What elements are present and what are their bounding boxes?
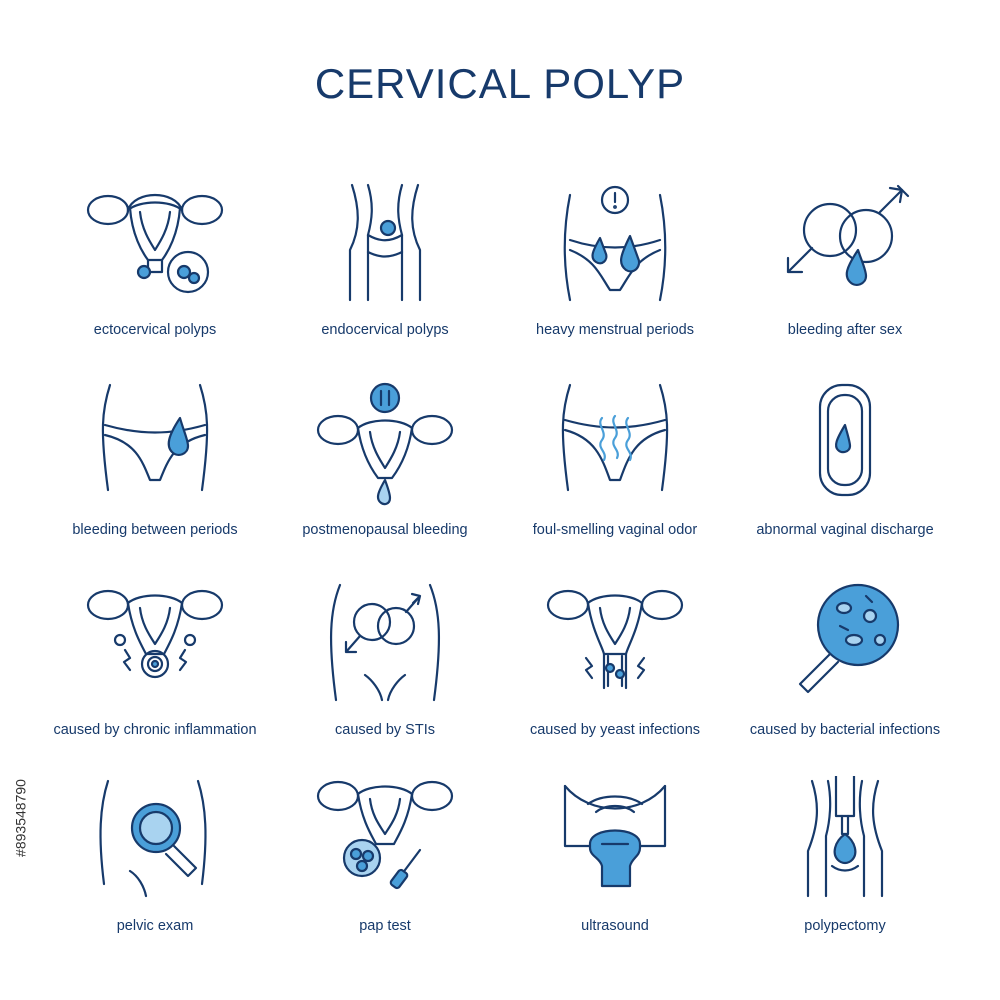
item-label: endocervical polyps bbox=[321, 322, 449, 338]
item-label: polypectomy bbox=[804, 918, 886, 934]
item-label: abnormal vaginal discharge bbox=[756, 522, 934, 538]
item-label: ectocervical polyps bbox=[93, 322, 217, 338]
item-ultrasound: ultrasound bbox=[495, 776, 735, 976]
item-label: caused by STIs bbox=[335, 722, 435, 738]
item-label: pelvic exam bbox=[116, 918, 194, 934]
uterus-inflamed-icon bbox=[80, 580, 230, 730]
item-label: caused by chronic inflammation bbox=[53, 722, 257, 738]
item-heavy-menstrual-periods: heavy menstrual periods bbox=[495, 180, 735, 380]
item-label: foul-smelling vaginal odor bbox=[532, 522, 698, 538]
uterus-swab-cells-icon bbox=[310, 776, 460, 926]
uterus-polyp-icon bbox=[80, 180, 230, 330]
item-bleeding-after-sex: bleeding after sex bbox=[725, 180, 965, 380]
stock-id-watermark: #893548790 bbox=[10, 758, 34, 878]
cervical-canal-polyp-icon bbox=[310, 180, 460, 330]
item-foul-smelling-vaginal-odor: foul-smelling vaginal odor bbox=[495, 380, 735, 580]
item-caused-by-bacterial-infections: caused by bacterial infections bbox=[725, 580, 965, 780]
pelvis-gender-symbols-icon bbox=[310, 580, 460, 730]
item-ectocervical-polyps: ectocervical polyps bbox=[35, 180, 275, 380]
item-pelvic-exam: pelvic exam bbox=[35, 776, 275, 976]
item-label: caused by bacterial infections bbox=[749, 722, 941, 738]
item-caused-by-stis: caused by STIs bbox=[265, 580, 505, 780]
pelvis-magnifier-icon bbox=[80, 776, 230, 926]
item-label: pap test bbox=[359, 918, 411, 934]
polyp-removal-icon bbox=[770, 776, 920, 926]
item-caused-by-yeast-infections: caused by yeast infections bbox=[495, 580, 735, 780]
page-title: CERVICAL POLYP bbox=[314, 60, 686, 107]
uterus-yeast-icon bbox=[540, 580, 690, 730]
uterus-pause-drop-icon bbox=[310, 380, 460, 530]
item-label: ultrasound bbox=[581, 918, 649, 934]
item-caused-by-chronic-inflammation: caused by chronic inflammation bbox=[35, 580, 275, 780]
item-label: bleeding after sex bbox=[787, 322, 903, 338]
ultrasound-probe-icon bbox=[540, 776, 690, 926]
item-bleeding-between-periods: bleeding between periods bbox=[35, 380, 275, 580]
item-label: caused by yeast infections bbox=[529, 722, 701, 738]
pelvis-alert-drops-icon bbox=[540, 180, 690, 330]
item-abnormal-vaginal-discharge: abnormal vaginal discharge bbox=[725, 380, 965, 580]
item-polypectomy: polypectomy bbox=[725, 776, 965, 976]
pad-drop-icon bbox=[770, 380, 920, 530]
item-label: heavy menstrual periods bbox=[536, 322, 694, 338]
gender-symbols-drop-icon bbox=[770, 180, 920, 330]
item-postmenopausal-bleeding: postmenopausal bleeding bbox=[265, 380, 505, 580]
item-endocervical-polyps: endocervical polyps bbox=[265, 180, 505, 380]
item-label: bleeding between periods bbox=[72, 522, 238, 538]
underwear-drop-icon bbox=[80, 380, 230, 530]
item-pap-test: pap test bbox=[265, 776, 505, 976]
stock-id-text: #893548790 bbox=[13, 779, 29, 857]
magnifier-bacteria-icon bbox=[770, 580, 920, 730]
item-label: postmenopausal bleeding bbox=[302, 522, 468, 538]
underwear-odor-icon bbox=[540, 380, 690, 530]
